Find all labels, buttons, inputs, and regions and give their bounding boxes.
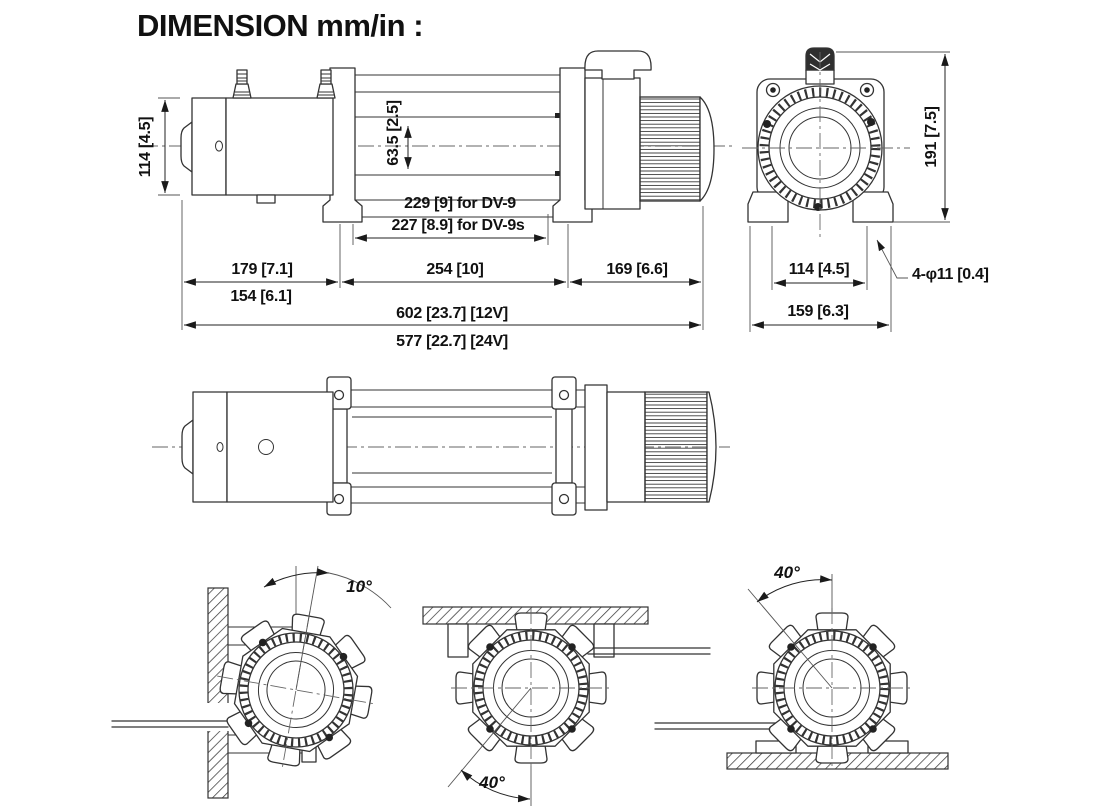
- wall-mount-angle-label: 10°: [346, 577, 372, 596]
- dim-gear-length: 169 [6.6]: [606, 261, 667, 278]
- dim-motor-length: 179 [7.1]: [231, 261, 292, 278]
- page-title: DIMENSION mm/in :: [137, 8, 423, 43]
- mounting-plate: [551, 376, 577, 516]
- rope-line: [111, 720, 229, 728]
- dim-drum-section: 254 [10]: [426, 261, 483, 278]
- dim-drum-diameter: 63.5 [2.5]: [385, 100, 402, 166]
- motor-fins: [644, 391, 708, 503]
- motor-terminal: [316, 69, 336, 99]
- floor-mount-angle-label: 40°: [773, 563, 800, 582]
- dim-end-bolt-spacing: 114 [4.5]: [789, 261, 849, 278]
- mount-view-ceiling: 40°: [422, 607, 711, 806]
- ceiling-mount-angle-label: 40°: [478, 773, 505, 792]
- plan-view: [152, 376, 730, 516]
- motor-terminal: [232, 69, 252, 99]
- dim-motor-length-alt: 154 [6.1]: [230, 288, 291, 305]
- dim-overall-24v: 577 [22.7] [24V]: [396, 333, 508, 350]
- motor-fins: [639, 96, 701, 202]
- dim-side-height: 114 [4.5]: [137, 117, 154, 177]
- clutch-handle-icon: [584, 50, 652, 80]
- side-view: 114 [4.5] 63.5 [2.5] 229 [9] for DV-9 22…: [137, 50, 736, 350]
- dim-drum-length-dv9: 229 [9] for DV-9: [404, 195, 516, 212]
- dim-drum-length-dv9s: 227 [8.9] for DV-9s: [391, 217, 524, 234]
- dim-end-height: 191 [7.5]: [923, 106, 940, 167]
- dim-end-width: 159 [6.3]: [787, 303, 848, 320]
- mount-view-floor: 40°: [654, 563, 949, 769]
- dim-overall-12v: 602 [23.7] [12V]: [396, 305, 508, 322]
- rope-line: [654, 722, 778, 730]
- rope-line: [587, 647, 711, 655]
- end-view: 191 [7.5] 114 [4.5] 159 [6.3] 4-φ11 [0.4…: [742, 47, 989, 332]
- dim-mount-holes: 4-φ11 [0.4]: [912, 266, 989, 283]
- mount-view-wall: 10°: [111, 565, 391, 799]
- motor-assembly: [180, 69, 336, 204]
- gear-housing: [584, 50, 715, 210]
